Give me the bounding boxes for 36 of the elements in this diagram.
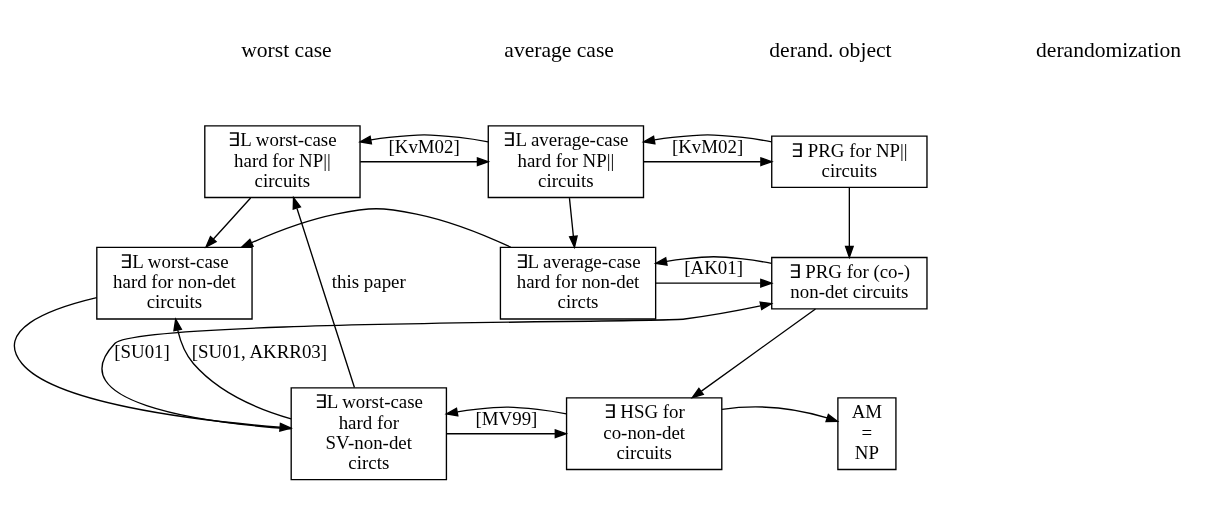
- label: worst case: [241, 37, 332, 62]
- node-box: ∃L worst-case hard for NP|| circuits: [204, 124, 361, 198]
- arrow: [844, 186, 855, 259]
- arrow: [444, 405, 568, 417]
- node-box: ∃L worst-case hard for SV-non-det circts: [290, 386, 448, 480]
- node-box: AM = NP: [837, 396, 897, 470]
- arrow: [655, 277, 774, 288]
- arrow: [204, 196, 252, 249]
- label: derand. object: [769, 37, 892, 62]
- arrow: [721, 405, 840, 422]
- node-box: ∃ HSG for co-non-det circuits: [565, 396, 723, 470]
- arrow: [239, 207, 512, 248]
- label: derandomization: [1036, 37, 1182, 62]
- arrow: [359, 156, 491, 166]
- node-box: ∃ PRG for NP|| circuits: [771, 134, 928, 188]
- arrow: [641, 133, 773, 145]
- edge-label: [MV99]: [475, 407, 538, 429]
- node-box: ∃L worst-case hard for non-det circuits: [96, 246, 253, 320]
- arrow: [358, 133, 489, 145]
- edge-label: [AK01]: [684, 256, 744, 278]
- node-box: ∃L average-case hard for non-det circts: [499, 246, 657, 320]
- arrow: [292, 195, 356, 388]
- arrow: [173, 316, 292, 419]
- edge-label: [KvM02]: [671, 135, 744, 157]
- arrow: [653, 255, 773, 266]
- edge-label: [KvM02]: [388, 135, 460, 157]
- edge-label: [SU01, AKRR03]: [191, 340, 328, 362]
- arrow: [643, 156, 774, 166]
- arrow: [445, 428, 569, 438]
- label: average case: [504, 37, 614, 62]
- arrow: [690, 307, 817, 399]
- arrow: [568, 196, 578, 249]
- edge-label: this paper: [331, 270, 406, 292]
- edge-label: [SU01]: [114, 340, 170, 362]
- node-box: ∃L average-case hard for NP|| circuits: [487, 124, 645, 198]
- node-box: ∃ PRG for (co-) non-det circuits: [771, 256, 928, 309]
